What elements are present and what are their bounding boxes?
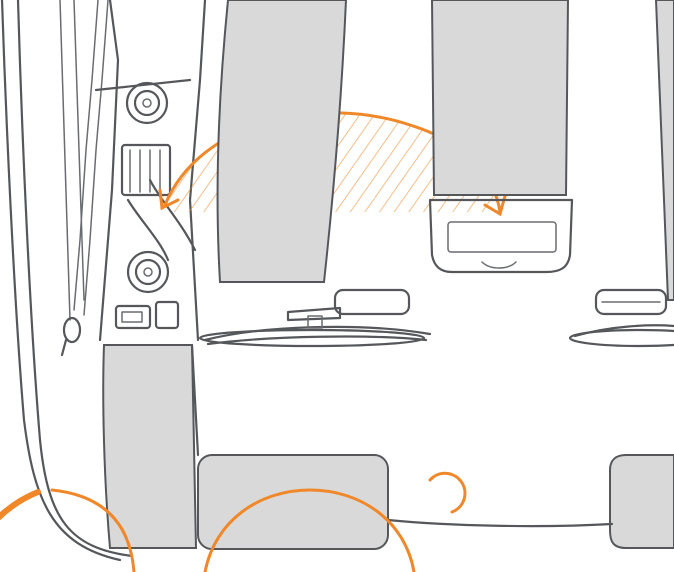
latch-plate-right <box>596 290 666 314</box>
seat-cushion-lines <box>200 325 674 346</box>
seat-back-center <box>432 0 568 195</box>
anchor-bolt-icon <box>127 83 167 123</box>
latch-plate-left <box>288 290 409 328</box>
switch-blocks <box>116 302 178 328</box>
lower-panel-right <box>610 455 674 548</box>
lower-panel-left <box>103 345 196 548</box>
lower-anchor-bolt-icon <box>128 252 168 292</box>
seat-back-right <box>656 0 674 300</box>
seat-back-left <box>218 0 346 282</box>
